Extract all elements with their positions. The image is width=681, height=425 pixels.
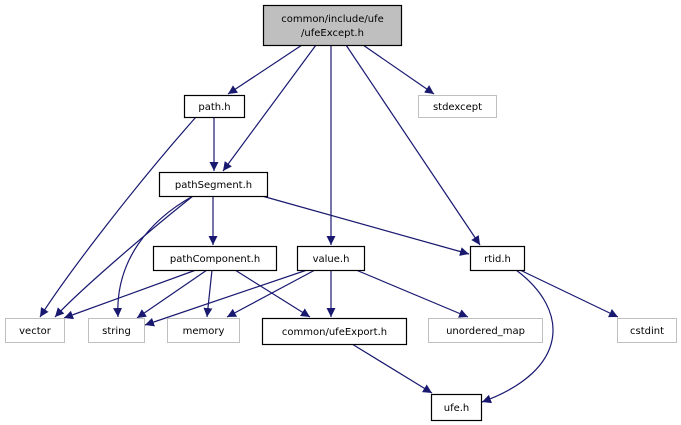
node-ufe[interactable]: ufe.h [430,393,483,422]
node-label: ufe.h [444,403,470,414]
node-label: value.h [313,254,350,265]
edge-pathComponent-to-ufeExport [234,269,311,318]
node-box [262,4,403,47]
node-box [418,95,497,118]
node-memory: memory [167,318,240,343]
node-label: common/include/ufe [281,14,384,25]
node-string: string [88,318,145,343]
node-path[interactable]: path.h [183,94,246,119]
edge-rtid-to-ufe [481,269,554,404]
edge-root-to-path [227,44,303,95]
node-box [261,317,408,346]
edge-root-to-rtid [345,44,481,246]
edge-value-to-unordered_map [355,269,469,318]
edge-pathSegment-to-vector [54,195,194,318]
node-label: pathSegment.h [175,180,252,191]
node-unordered_map: unordered_map [428,318,543,343]
edge-root-to-pathSegment [222,44,317,172]
node-box [617,318,677,343]
node-box [428,318,543,343]
node-label: unordered_map [446,326,525,337]
edge-rtid-to-cstdint [519,269,619,318]
node-label: path.h [198,102,230,113]
node-label: rtid.h [484,254,511,265]
node-box [158,171,269,198]
node-label: common/ufeExport.h [282,327,387,338]
edge-ufeExport-to-ufe [351,343,433,394]
edge-pathSegment-to-rtid [261,195,470,256]
node-box [152,245,278,272]
edges-layer [39,44,619,404]
node-cstdint: cstdint [617,318,677,343]
node-box [183,94,246,119]
node-box [5,318,65,343]
node-box [469,245,526,272]
edge-root-to-stdexcept [362,44,435,95]
node-root[interactable]: common/include/ufe/ufeExcept.h [262,4,403,47]
node-label: pathComponent.h [170,254,260,265]
node-pathSegment[interactable]: pathSegment.h [158,171,269,198]
node-pathComponent[interactable]: pathComponent.h [152,245,278,272]
edge-pathComponent-to-memory [203,269,213,318]
node-label: string [102,326,131,337]
node-label: /ufeExcept.h [301,28,364,39]
edge-pathComponent-to-string [136,269,208,319]
node-box [88,318,145,343]
node-rtid[interactable]: rtid.h [469,245,526,272]
node-box [296,245,366,272]
node-stdexcept: stdexcept [418,95,497,118]
nodes-layer: common/include/ufe/ufeExcept.h path.h stde… [5,4,677,422]
node-ufeExport[interactable]: common/ufeExport.h [261,317,408,346]
node-box [167,318,240,343]
edge-pathComponent-to-vector [63,269,197,320]
edge-value-to-string [144,269,308,327]
node-label: vector [19,326,52,337]
node-label: memory [183,326,225,337]
node-vector: vector [5,318,65,343]
node-label: cstdint [630,326,664,337]
node-box [430,393,483,422]
node-label: stdexcept [433,102,482,113]
edge-path-to-vector [39,116,197,318]
edge-value-to-memory [226,269,316,318]
node-value[interactable]: value.h [296,245,366,272]
